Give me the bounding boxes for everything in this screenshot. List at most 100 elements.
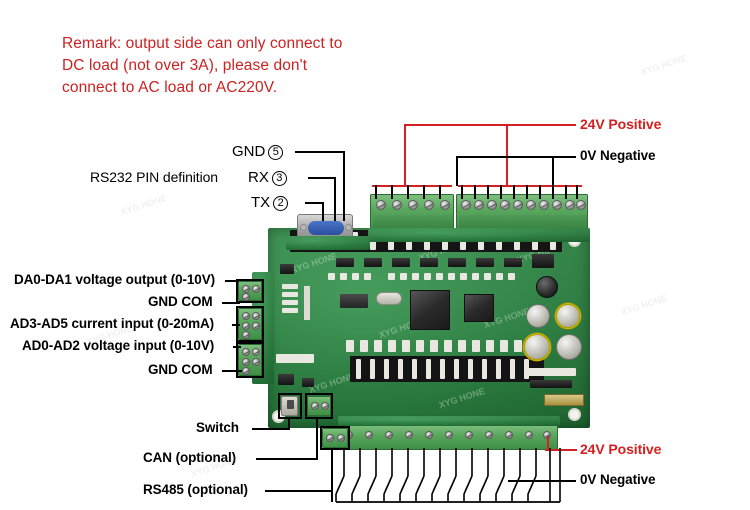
- terminal-screw[interactable]: [242, 358, 250, 366]
- terminal-screw[interactable]: [337, 434, 345, 442]
- terminal-screw[interactable]: [461, 200, 471, 210]
- rs232-pin-gnd-number: 5: [268, 145, 284, 160]
- terminal-screw[interactable]: [474, 200, 484, 210]
- ic-chip: [278, 374, 294, 385]
- ic-chip: [476, 258, 494, 267]
- terminal-screw[interactable]: [242, 331, 250, 339]
- terminal-screw[interactable]: [445, 431, 453, 439]
- label-ad-voltage-input: AD0-AD2 voltage input (0-10V): [22, 338, 215, 353]
- terminal-screw[interactable]: [525, 431, 533, 439]
- terminal-screw[interactable]: [526, 200, 536, 210]
- label-gnd-com-2: GND COM: [148, 362, 213, 377]
- remark-line-3: connect to AC load or AC220V.: [62, 79, 278, 96]
- callout-box-da-terminal: [236, 279, 264, 303]
- terminal-screw[interactable]: [500, 200, 510, 210]
- pcb-db9-base: [286, 236, 370, 250]
- terminal-screw[interactable]: [385, 431, 393, 439]
- db9-insert: [308, 221, 344, 235]
- terminal-screw[interactable]: [242, 293, 250, 301]
- ic-chip: [280, 264, 294, 274]
- terminal-screw[interactable]: [242, 312, 250, 320]
- rs485-terminal-block: [322, 428, 348, 448]
- dip-switch[interactable]: [281, 396, 298, 416]
- bus-24v-bottom-drop: [547, 436, 549, 450]
- bus-24v-drop-2: [506, 124, 508, 186]
- terminal-screw[interactable]: [408, 200, 418, 210]
- leader-tx-v: [322, 202, 324, 221]
- terminal-screw[interactable]: [252, 358, 260, 366]
- output-terminal-group-2: [456, 194, 588, 232]
- mounting-hole: [568, 408, 581, 421]
- secondary-chip: [464, 294, 494, 322]
- fuse-holder: [544, 394, 584, 406]
- terminal-screw[interactable]: [252, 285, 260, 293]
- board-watermark: XYG HONE: [307, 370, 356, 396]
- crystal-oscillator: [376, 292, 402, 305]
- remark-line-1: Remark: output side can only connect to: [62, 35, 343, 52]
- analog-terminal-block-ad-current: [238, 308, 262, 340]
- terminal-screw[interactable]: [487, 200, 497, 210]
- terminal-screw[interactable]: [252, 348, 260, 356]
- leader-gnd-h: [295, 151, 345, 153]
- page-watermark: XYG HONE: [639, 52, 688, 78]
- mcu-chip: [410, 290, 450, 330]
- ic-chip: [504, 258, 522, 267]
- bus-0v-bottom: [508, 480, 576, 482]
- terminal-screw[interactable]: [326, 434, 334, 442]
- terminal-screw[interactable]: [405, 431, 413, 439]
- terminal-screw[interactable]: [513, 200, 523, 210]
- terminal-screw[interactable]: [576, 200, 586, 210]
- input-switch-symbols: [335, 448, 561, 503]
- pcb-bottom-strip: [338, 416, 560, 426]
- terminal-screw[interactable]: [392, 200, 402, 210]
- label-0v-negative-bottom: 0V Negative: [580, 472, 656, 487]
- terminal-screw[interactable]: [505, 431, 513, 439]
- terminal-screw[interactable]: [321, 402, 329, 410]
- leader-tx-h: [305, 202, 324, 204]
- bus-0v-drop-2: [552, 156, 554, 186]
- terminal-screw[interactable]: [376, 200, 386, 210]
- terminal-screw[interactable]: [252, 312, 260, 320]
- ic-chip: [392, 258, 410, 267]
- terminal-screw[interactable]: [465, 431, 473, 439]
- terminal-screw[interactable]: [252, 322, 260, 330]
- board-watermark: XYG HONE: [437, 385, 486, 411]
- leader-da-output: [225, 280, 239, 282]
- terminal-screw[interactable]: [242, 348, 250, 356]
- electrolytic-capacitor: [556, 334, 582, 360]
- ic-chip: [302, 378, 314, 387]
- terminal-screw[interactable]: [539, 200, 549, 210]
- ic-chip: [364, 258, 382, 267]
- terminal-screw[interactable]: [485, 431, 493, 439]
- bus-24v-top: [404, 124, 576, 126]
- terminal-screw[interactable]: [425, 431, 433, 439]
- callout-box-ad-current: [236, 306, 264, 342]
- label-gnd-com-1: GND COM: [148, 294, 213, 309]
- terminal-screw[interactable]: [365, 431, 373, 439]
- callout-box-can: [305, 393, 333, 419]
- terminal-screw[interactable]: [311, 402, 319, 410]
- leader-rx-v: [334, 177, 336, 221]
- bus-24v-drop-1: [404, 124, 406, 186]
- leader-gnd-com-2: [222, 370, 242, 372]
- switch-rail-return: [331, 450, 333, 502]
- label-24v-positive-bottom: 24V Positive: [580, 441, 662, 457]
- ic-chip: [448, 258, 466, 267]
- terminal-screw[interactable]: [242, 322, 250, 330]
- rs232-pin-tx-label: TX: [251, 194, 271, 211]
- terminal-screw[interactable]: [242, 367, 250, 375]
- board-watermark: XYG HONE: [289, 250, 338, 276]
- rs232-pin-rx-label: RX: [248, 169, 269, 186]
- leader-rx-h: [308, 177, 336, 179]
- electrolytic-capacitor: [536, 276, 558, 298]
- rs232-pin-rx-number: 3: [271, 171, 287, 186]
- leader-ad-current-h: [232, 324, 240, 326]
- label-0v-negative-top: 0V Negative: [580, 148, 656, 163]
- remark-line-2: DC load (not over 3A), please don't: [62, 57, 308, 74]
- terminal-screw[interactable]: [552, 200, 562, 210]
- terminal-screw[interactable]: [424, 200, 434, 210]
- terminal-screw[interactable]: [565, 200, 575, 210]
- terminal-screw[interactable]: [440, 200, 450, 210]
